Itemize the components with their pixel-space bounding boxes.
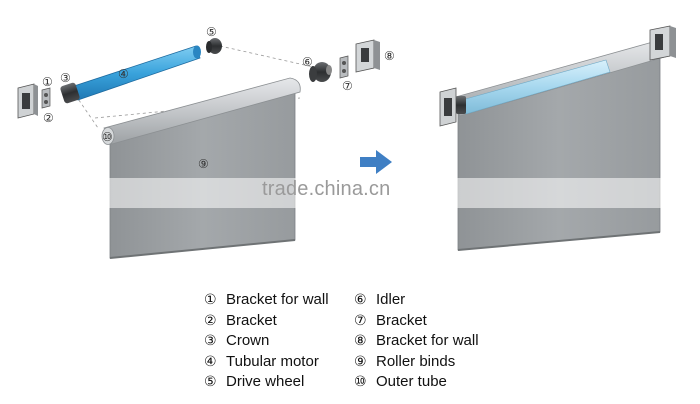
legend-label: Tubular motor (226, 352, 319, 370)
legend-left: ① Bracket for wall ② Bracket ③ Crown ④ T… (204, 290, 329, 393)
callout-4: ④ (118, 67, 129, 81)
legend-item: ④ Tubular motor (204, 352, 329, 373)
tubular-motor (73, 45, 201, 101)
legend-label: Idler (376, 291, 406, 308)
assembled-view (439, 25, 676, 251)
assembled-bracket-right (649, 25, 676, 61)
legend-number: ② (204, 312, 217, 329)
watermark-band (0, 178, 700, 208)
crown (60, 82, 80, 104)
legend-item: ② Bracket (204, 311, 329, 332)
drive-wheel (206, 38, 222, 54)
idler (309, 62, 332, 82)
legend-item: ⑧ Bracket for wall (354, 331, 479, 352)
legend-number: ① (204, 292, 217, 308)
legend-number: ⑩ (354, 374, 367, 390)
callout-8: ⑧ (384, 49, 395, 63)
callout-2: ② (43, 111, 54, 125)
legend-item: ⑨ Roller binds (354, 352, 479, 373)
legend-number: ④ (204, 353, 217, 370)
legend-right: ⑥ Idler ⑦ Bracket ⑧ Bracket for wall ⑨ R… (354, 290, 479, 393)
legend-item: ⑦ Bracket (354, 311, 479, 332)
assembled-bracket-left (439, 87, 466, 127)
legend-item: ① Bracket for wall (204, 290, 329, 311)
legend-label: Crown (226, 332, 270, 349)
callout-5: ⑤ (206, 25, 217, 39)
legend-item: ⑥ Idler (354, 290, 479, 311)
legend-label: Bracket (376, 311, 427, 329)
legend-number: ③ (204, 333, 217, 349)
callout-10: ⑩ (102, 130, 113, 144)
watermark: trade.china.cn (262, 178, 391, 200)
callout-6: ⑥ (302, 55, 313, 69)
legend-label: Bracket (226, 311, 277, 329)
legend-item: ③ Crown (204, 331, 329, 352)
legend-label: Drive wheel (226, 373, 305, 390)
callout-1: ① (42, 75, 53, 89)
legend-label: Bracket for wall (376, 332, 479, 349)
transition-arrow (360, 150, 392, 174)
exploded-view: ① ② ③ ④ ⑤ ⑥ ⑦ ⑧ ⑨ ⑩ (17, 25, 395, 259)
legend-label: Outer tube (376, 373, 447, 390)
legend-item: ⑩ Outer tube (354, 372, 479, 393)
bracket-for-wall-right (355, 39, 380, 73)
legend-number: ⑦ (354, 312, 367, 329)
callout-3: ③ (60, 71, 71, 85)
bracket-left (41, 87, 51, 109)
callout-labels: ① ② ③ ④ ⑤ ⑥ ⑦ ⑧ ⑨ ⑩ (42, 25, 395, 171)
legend-number: ⑧ (354, 333, 367, 349)
bracket-right (339, 55, 349, 79)
legend-label: Roller binds (376, 352, 456, 370)
legend-label: Bracket for wall (226, 291, 329, 308)
legend-number: ⑥ (354, 292, 367, 308)
legend-number: ⑨ (354, 353, 367, 370)
callout-9: ⑨ (198, 157, 209, 171)
bracket-for-wall-left (17, 83, 38, 119)
legend-number: ⑤ (204, 374, 217, 390)
callout-7: ⑦ (342, 79, 353, 93)
legend-item: ⑤ Drive wheel (204, 372, 329, 393)
outer-tube (101, 77, 301, 145)
